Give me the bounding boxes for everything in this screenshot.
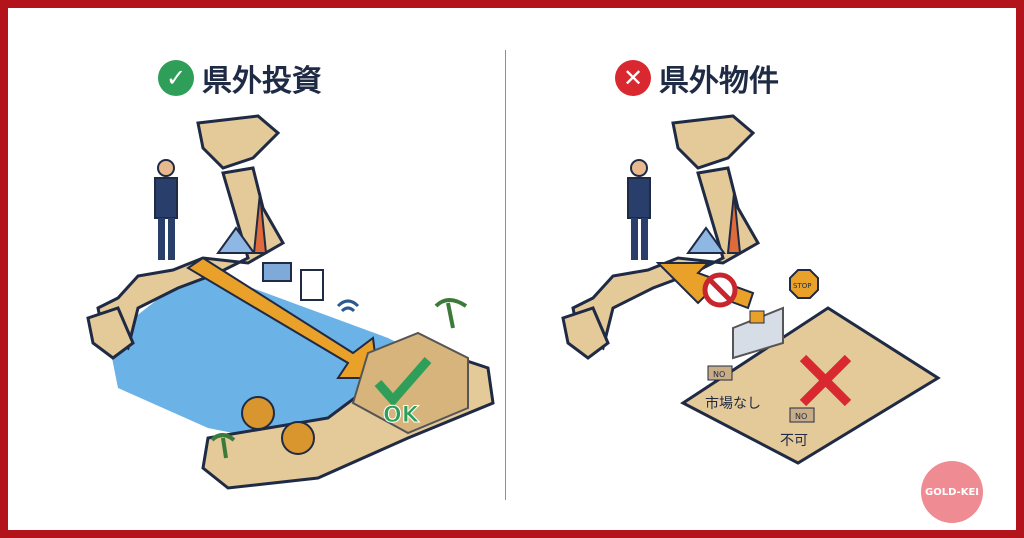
right-title: ✕ 県外物件: [615, 56, 779, 100]
not-allowed-label: 不可: [780, 433, 808, 449]
illustration: OK STOP: [86, 114, 941, 490]
contract-document-icon: [300, 269, 324, 301]
no-sign: [789, 407, 815, 423]
japan-map-right: [561, 114, 761, 360]
no-sign-text: NO: [713, 370, 725, 379]
left-title-text: 県外投資: [202, 64, 322, 99]
laptop-icon: [262, 262, 292, 282]
no-sign: [707, 365, 733, 381]
no-market-label: 市場なし: [705, 395, 761, 412]
frame: ✓ 県外投資 ✕ 県外物件 OK: [8, 8, 1016, 530]
check-circle-icon: ✓: [158, 60, 194, 96]
x-circle-icon: ✕: [615, 60, 651, 96]
shisa-statue-icon: [241, 396, 315, 455]
left-title: ✓ 県外投資: [158, 56, 322, 100]
padlock-icon: [749, 310, 765, 324]
ok-label: OK: [383, 403, 420, 428]
right-title-text: 県外物件: [659, 64, 779, 99]
divider: [505, 50, 506, 500]
businessman-icon: [627, 159, 651, 260]
stop-sign-text: STOP: [793, 282, 811, 290]
mount-fuji-icon: [686, 226, 726, 254]
logo-text: GOLD-KEI: [924, 486, 980, 498]
gold-kei-logo: GOLD-KEI: [921, 461, 983, 523]
locked-gate: [732, 306, 784, 360]
no-sign-text-2: NO: [795, 412, 807, 421]
property-platform: [680, 306, 941, 465]
check-icon: [374, 357, 432, 407]
x-mark-icon: [799, 354, 852, 407]
tokyo-tower-icon: [252, 192, 268, 254]
stop-sign-icon: STOP: [789, 269, 819, 299]
wifi-icon: [336, 299, 360, 313]
no-entry-icon: [702, 272, 738, 308]
businessman-icon: [154, 159, 178, 260]
palm-tree-icon: [210, 298, 468, 459]
tokyo-tower-icon: [726, 192, 742, 254]
mount-fuji-icon: [216, 226, 256, 254]
